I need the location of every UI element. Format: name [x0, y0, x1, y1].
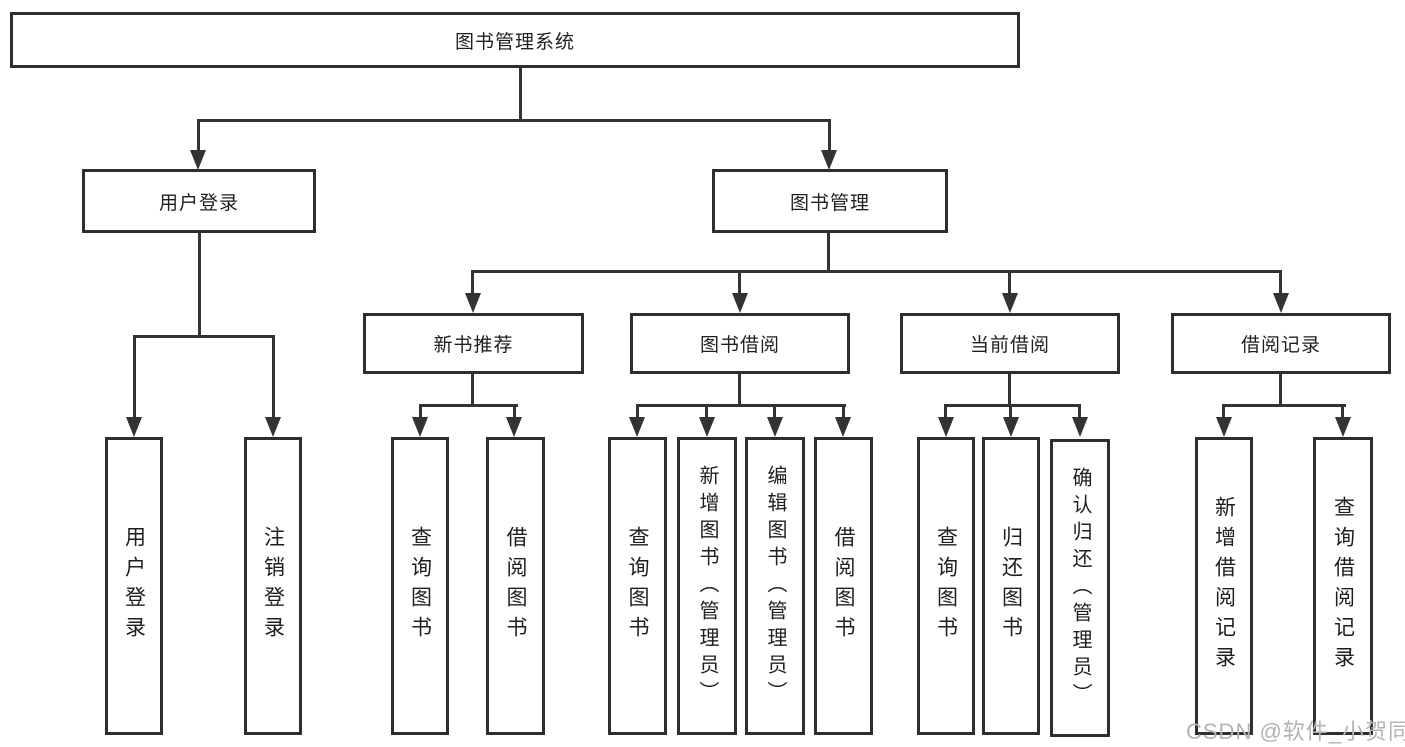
- leaf-edit-books-admin: 编辑图书（管理员）: [745, 437, 805, 735]
- leaf-query-books-recommend: 查询图书: [391, 437, 449, 735]
- arrow-down-icon: [938, 417, 954, 437]
- arrow-down-icon: [1002, 293, 1018, 313]
- node-current-borrowing: 当前借阅: [900, 313, 1120, 374]
- node-label: 图书管理系统: [454, 31, 575, 53]
- arrow-down-icon: [1003, 417, 1019, 437]
- arrow-down-icon: [412, 417, 428, 437]
- arrow-down-icon: [629, 417, 645, 437]
- node-label: 图书管理: [789, 192, 870, 214]
- connector-line: [842, 404, 845, 418]
- node-label: 新增图书（管理员）: [696, 464, 718, 708]
- connector-line: [197, 119, 200, 152]
- connector-line: [1341, 404, 1344, 418]
- connector-line: [738, 270, 741, 294]
- connector-line: [1009, 404, 1012, 418]
- node-label: 当前借阅: [969, 335, 1050, 356]
- connector-line: [513, 404, 516, 418]
- connector-line: [827, 233, 830, 273]
- leaf-query-books-borrowing: 查询图书: [608, 437, 667, 735]
- leaf-add-borrow-record: 新增借阅记录: [1195, 437, 1253, 735]
- node-label: 用户登录: [158, 192, 239, 214]
- arrow-down-icon: [821, 150, 837, 170]
- connector-line: [471, 270, 474, 294]
- leaf-query-books-current: 查询图书: [917, 437, 975, 735]
- connector-line: [519, 66, 522, 122]
- node-label: 查询图书: [934, 526, 958, 646]
- node-label: 确认归还（管理员）: [1069, 466, 1091, 710]
- connector-line: [1279, 270, 1282, 294]
- node-label: 图书借阅: [699, 335, 780, 356]
- node-label: 新增借阅记录: [1212, 496, 1236, 676]
- connector-line: [1223, 404, 1346, 407]
- node-new-book-recommendation: 新书推荐: [363, 313, 584, 374]
- connector-line: [197, 119, 831, 122]
- connector-line: [1078, 404, 1081, 418]
- arrow-down-icon: [699, 417, 715, 437]
- arrow-down-icon: [1216, 417, 1232, 437]
- connector-line: [828, 119, 831, 152]
- connector-line: [773, 404, 776, 418]
- connector-line: [133, 335, 275, 338]
- node-label: 用户登录: [122, 526, 146, 646]
- leaf-borrow-books-borrowing: 借阅图书: [814, 437, 873, 735]
- leaf-logout: 注销登录: [244, 437, 302, 735]
- arrow-down-icon: [732, 293, 748, 313]
- connector-line: [705, 404, 708, 418]
- leaf-return-books: 归还图书: [982, 437, 1040, 735]
- node-label: 新书推荐: [433, 335, 514, 356]
- connector-line: [419, 404, 518, 407]
- connector-line: [471, 374, 474, 407]
- node-label: 借阅记录: [1240, 335, 1321, 356]
- arrow-down-icon: [1273, 293, 1289, 313]
- connector-line: [1008, 374, 1011, 407]
- arrow-down-icon: [767, 417, 783, 437]
- connector-line: [419, 404, 422, 418]
- node-label: 归还图书: [999, 526, 1023, 646]
- node-label: 查询借阅记录: [1331, 496, 1355, 676]
- connector-line: [738, 374, 741, 407]
- connector-line: [636, 404, 846, 407]
- connector-line: [944, 404, 947, 418]
- leaf-borrow-books-recommend: 借阅图书: [486, 437, 545, 735]
- node-borrowing-records: 借阅记录: [1171, 313, 1391, 374]
- connector-line: [945, 404, 1081, 407]
- connector-line: [636, 404, 639, 418]
- arrow-down-icon: [1072, 417, 1088, 437]
- node-label: 借阅图书: [832, 526, 855, 646]
- leaf-user-login: 用户登录: [105, 437, 163, 735]
- node-user-login: 用户登录: [82, 169, 316, 233]
- node-label: 注销登录: [261, 526, 285, 646]
- node-label: 编辑图书（管理员）: [764, 464, 786, 708]
- connector-line: [471, 270, 1282, 273]
- node-label: 借阅图书: [504, 526, 527, 646]
- connector-line: [1222, 404, 1225, 418]
- arrow-down-icon: [190, 150, 206, 170]
- arrow-down-icon: [465, 293, 481, 313]
- leaf-confirm-return-admin: 确认归还（管理员）: [1050, 439, 1110, 737]
- node-book-borrowing: 图书借阅: [630, 313, 850, 374]
- connector-line: [198, 233, 201, 337]
- connector-line: [1279, 374, 1282, 407]
- arrow-down-icon: [835, 417, 851, 437]
- node-book-management: 图书管理: [712, 169, 948, 233]
- leaf-query-borrow-record: 查询借阅记录: [1313, 437, 1373, 735]
- connector-line: [1008, 270, 1011, 294]
- arrow-down-icon: [126, 417, 142, 437]
- node-label: 查询图书: [408, 526, 432, 646]
- arrow-down-icon: [506, 417, 522, 437]
- watermark-text: CSDN @软件_小贺同学: [1186, 719, 1405, 744]
- arrow-down-icon: [1335, 417, 1351, 437]
- node-library-management-system: 图书管理系统: [10, 12, 1020, 68]
- connector-line: [272, 335, 275, 419]
- arrow-down-icon: [265, 417, 281, 437]
- connector-line: [133, 335, 136, 419]
- node-label: 查询图书: [626, 526, 649, 646]
- leaf-add-books-admin: 新增图书（管理员）: [677, 437, 737, 735]
